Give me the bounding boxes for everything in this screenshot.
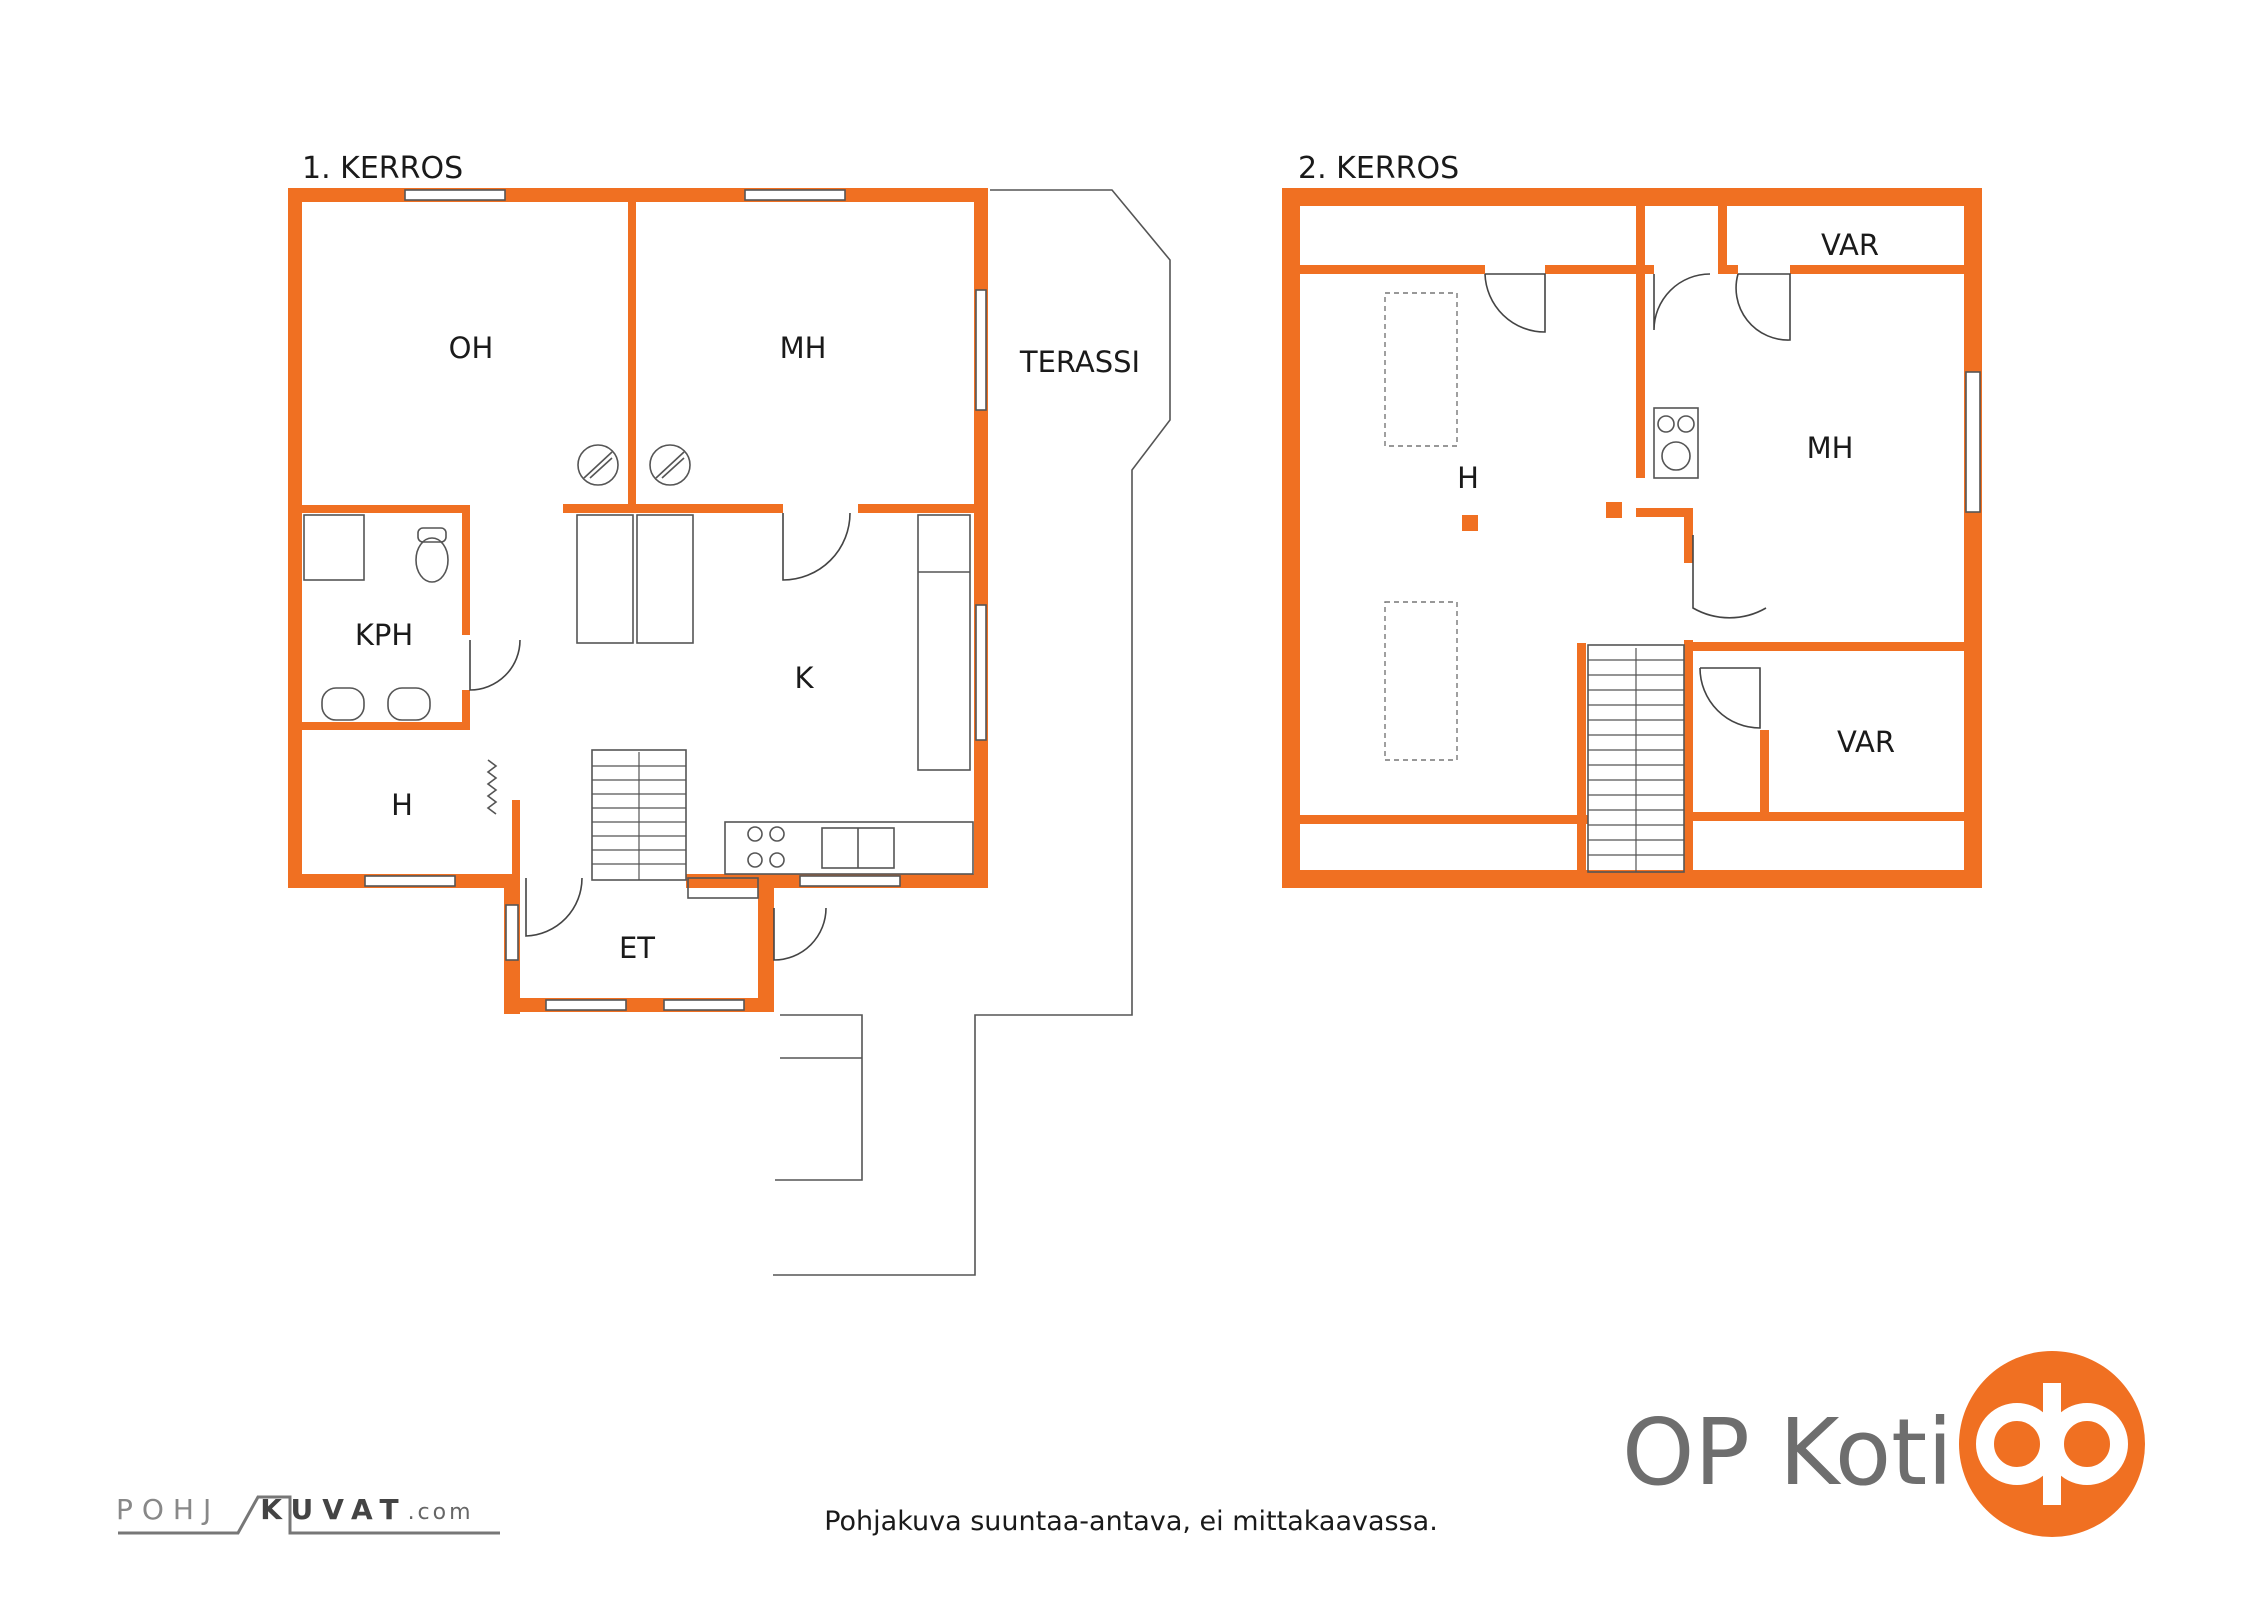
room-label-var-upper: VAR (1821, 228, 1879, 262)
credit-part1: POHJ (116, 1493, 221, 1526)
credit-logo-mark (118, 1495, 500, 1535)
floor1-walls (288, 188, 988, 1014)
floor1-fixtures (303, 444, 974, 899)
credit-logo: POHJ KUVAT.com (116, 1493, 474, 1526)
floor1-doors (469, 512, 851, 961)
credit-part3: .com (407, 1500, 474, 1525)
room-label-mh: MH (780, 331, 827, 365)
room-label-terassi: TERASSI (1019, 345, 1140, 379)
floor2-fixtures (1384, 292, 1699, 873)
room-label-oh: OH (449, 331, 494, 365)
floor1-windows (364, 189, 987, 1011)
room-label-k: K (794, 661, 814, 695)
floor2-doors (1484, 273, 1791, 729)
floor2-walls (1282, 188, 1982, 888)
floor1-title: 1. KERROS (302, 151, 463, 186)
credit-part2: KUVAT (260, 1493, 408, 1526)
floor2-windows (1965, 371, 1981, 513)
disclaimer-text: Pohjakuva suuntaa-antava, ei mittakaavas… (824, 1506, 1438, 1537)
brand-name: OP Koti (1622, 1399, 1953, 1506)
room-label-mh-upper: MH (1807, 431, 1854, 465)
floor2-title: 2. KERROS (1298, 151, 1459, 186)
room-label-et: ET (619, 931, 655, 965)
room-label-kph: KPH (355, 618, 413, 652)
entry-steps-outline (775, 1014, 863, 1181)
op-symbol-icon (1959, 1351, 2145, 1537)
room-label-h-upper: H (1457, 461, 1479, 495)
terrace-outline (773, 189, 1171, 1276)
room-label-var-lower: VAR (1837, 725, 1895, 759)
room-label-h: H (391, 788, 413, 822)
